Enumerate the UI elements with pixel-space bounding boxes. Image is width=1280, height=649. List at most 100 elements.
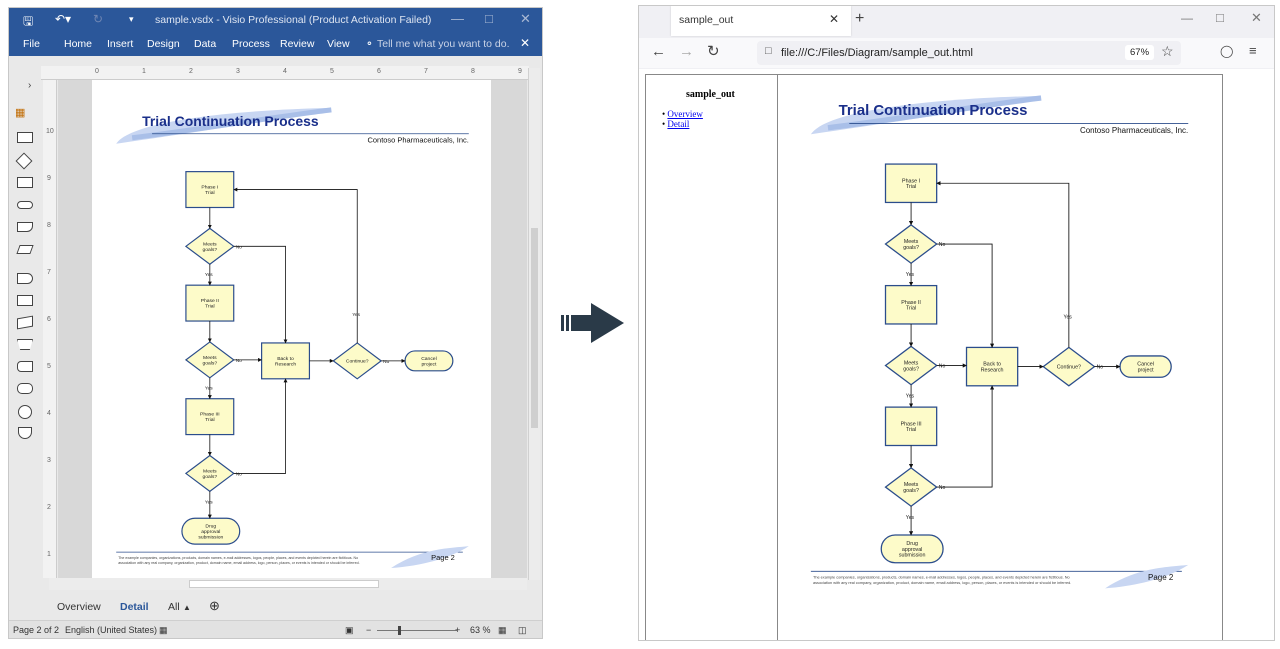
calendar-icon[interactable]: ▦ <box>159 625 168 635</box>
page-indicator[interactable]: Page 2 of 2 <box>13 625 60 635</box>
ruler-mark: 9 <box>47 175 51 182</box>
ruler-mark: 1 <box>47 551 51 558</box>
close-window-icon[interactable]: ✕ <box>1251 10 1262 25</box>
caret-up-icon[interactable]: ▲ <box>183 603 191 612</box>
back-icon[interactable]: ← <box>651 43 666 60</box>
ruler-mark: 10 <box>46 128 54 135</box>
fit-page-icon[interactable]: ▦ <box>498 625 507 635</box>
decision-shape-icon[interactable] <box>15 152 33 170</box>
card-shape-icon[interactable] <box>17 361 33 372</box>
minimize-icon[interactable]: — <box>1181 11 1193 25</box>
overview-link[interactable]: Overview <box>667 109 703 119</box>
vertical-scrollbar[interactable] <box>528 68 540 580</box>
switch-windows-icon[interactable]: ◫ <box>518 625 527 635</box>
add-page-icon[interactable]: ⊕ <box>209 598 220 613</box>
zoom-out-icon[interactable]: − <box>366 625 372 635</box>
close-icon[interactable]: ✕ <box>520 11 531 26</box>
phase-1-box <box>185 171 235 209</box>
meets-goals-label: goals? <box>202 247 217 253</box>
forward-icon[interactable]: → <box>679 43 694 60</box>
ruler-mark: 5 <box>47 363 51 370</box>
maximize-icon[interactable]: □ <box>1216 10 1224 25</box>
redo-icon[interactable]: ↻ <box>93 12 104 26</box>
diagram-title: Trial Continuation Process <box>142 113 319 129</box>
preparation-shape-icon[interactable] <box>17 383 33 394</box>
tab-file[interactable]: File <box>23 38 40 50</box>
tab-all[interactable]: All <box>168 601 180 613</box>
window-title: sample.vsdx - Visio Professional (Produc… <box>155 14 432 26</box>
connector <box>233 378 288 474</box>
document-shape-icon[interactable] <box>17 222 33 232</box>
drug-approval-label: Drug <box>205 524 216 530</box>
manual-operation-shape-icon[interactable] <box>17 339 33 350</box>
presentation-mode-icon[interactable]: ▣ <box>345 625 354 635</box>
connector-label: Yes <box>352 312 360 318</box>
process-shape-icon[interactable] <box>17 132 33 143</box>
tab-detail[interactable]: Detail <box>120 601 149 613</box>
tab-view[interactable]: View <box>327 38 350 50</box>
connector-shape-icon[interactable] <box>18 405 32 419</box>
url-text[interactable]: file:///C:/Files/Diagram/sample_out.html <box>781 47 973 59</box>
drug-approval-label: submission <box>899 553 926 559</box>
connector <box>936 181 1070 348</box>
phase-3-box-label: Phase III <box>200 412 220 418</box>
zoom-slider-thumb[interactable] <box>398 626 401 635</box>
expand-shapes-icon[interactable]: › <box>28 80 32 91</box>
tab-close-icon[interactable]: ✕ <box>829 12 840 26</box>
undo-icon[interactable]: ↶▾ <box>55 12 72 26</box>
address-bar[interactable]: □ file:///C:/Files/Diagram/sample_out.ht… <box>757 41 1181 65</box>
navigation-bar: ← → ↻ □ file:///C:/Files/Diagram/sample_… <box>639 38 1274 68</box>
language-indicator[interactable]: English (United States) <box>65 625 158 635</box>
tab-design[interactable]: Design <box>147 38 180 50</box>
tab-overview[interactable]: Overview <box>57 601 101 613</box>
back-to-research-label: Research <box>981 367 1004 373</box>
meets-goals-label: goals? <box>202 474 217 480</box>
terminator-shape-icon[interactable] <box>17 201 33 209</box>
manual-input-shape-icon[interactable] <box>17 315 33 330</box>
maximize-icon[interactable]: □ <box>485 11 493 26</box>
frame-heading: sample_out <box>686 89 735 100</box>
horizontal-scrollbar[interactable] <box>49 578 527 590</box>
back-to-research-label: Research <box>275 361 297 367</box>
browser-tab[interactable]: sample_out ✕ <box>671 6 851 36</box>
customize-toolbar-icon[interactable]: ▾ <box>129 14 134 24</box>
cancel-project-label: project <box>1138 367 1155 373</box>
tab-review[interactable]: Review <box>280 38 315 50</box>
close-ribbon-icon[interactable]: ✕ <box>520 36 531 50</box>
zoom-level[interactable]: 63 % <box>470 625 491 635</box>
phase-1-box-label: Trial <box>906 184 916 190</box>
shapes-pane-icon[interactable]: ▦ <box>15 107 26 119</box>
conversion-arrow-icon <box>561 303 624 343</box>
delay-shape-icon[interactable] <box>17 273 33 284</box>
minimize-icon[interactable]: — <box>451 11 464 26</box>
offpage-shape-icon[interactable] <box>18 427 32 439</box>
phase-2-box-label: Trial <box>205 304 214 310</box>
subprocess-shape-icon[interactable] <box>17 177 33 188</box>
zoom-slider[interactable] <box>377 630 457 631</box>
zoom-badge[interactable]: 67% <box>1125 45 1155 60</box>
stored-data-shape-icon[interactable] <box>17 295 33 306</box>
menu-icon[interactable]: ≡ <box>1249 43 1257 58</box>
connector-label: No <box>236 244 242 250</box>
reload-icon[interactable]: ↻ <box>707 43 720 60</box>
connector-label: Yes <box>205 386 213 392</box>
browser-window: sample_out ✕ + — □ ✕ ← → ↻ □ file:///C:/… <box>638 5 1275 641</box>
navigation-frame: sample_out • Overview • Detail <box>645 74 779 640</box>
zoom-in-icon[interactable]: + <box>455 625 461 635</box>
new-tab-icon[interactable]: + <box>855 10 865 27</box>
phase-1-box-label: Phase I <box>201 185 218 191</box>
detail-link[interactable]: Detail <box>667 119 690 129</box>
save-icon[interactable]: 🖫 <box>23 14 34 28</box>
tab-home[interactable]: Home <box>64 38 93 50</box>
tab-process[interactable]: Process <box>232 38 270 50</box>
disclaimer-text: The example companies, organizations, pr… <box>813 576 1070 580</box>
tab-data[interactable]: Data <box>194 38 217 50</box>
data-shape-icon[interactable] <box>16 245 34 254</box>
connector <box>936 243 995 348</box>
bookmark-star-icon[interactable]: ☆ <box>1161 43 1174 59</box>
pocket-icon[interactable]: ◯ <box>1220 44 1234 58</box>
tell-me-search[interactable]: Tell me what you want to do. <box>377 38 510 50</box>
tab-insert[interactable]: Insert <box>107 38 134 50</box>
